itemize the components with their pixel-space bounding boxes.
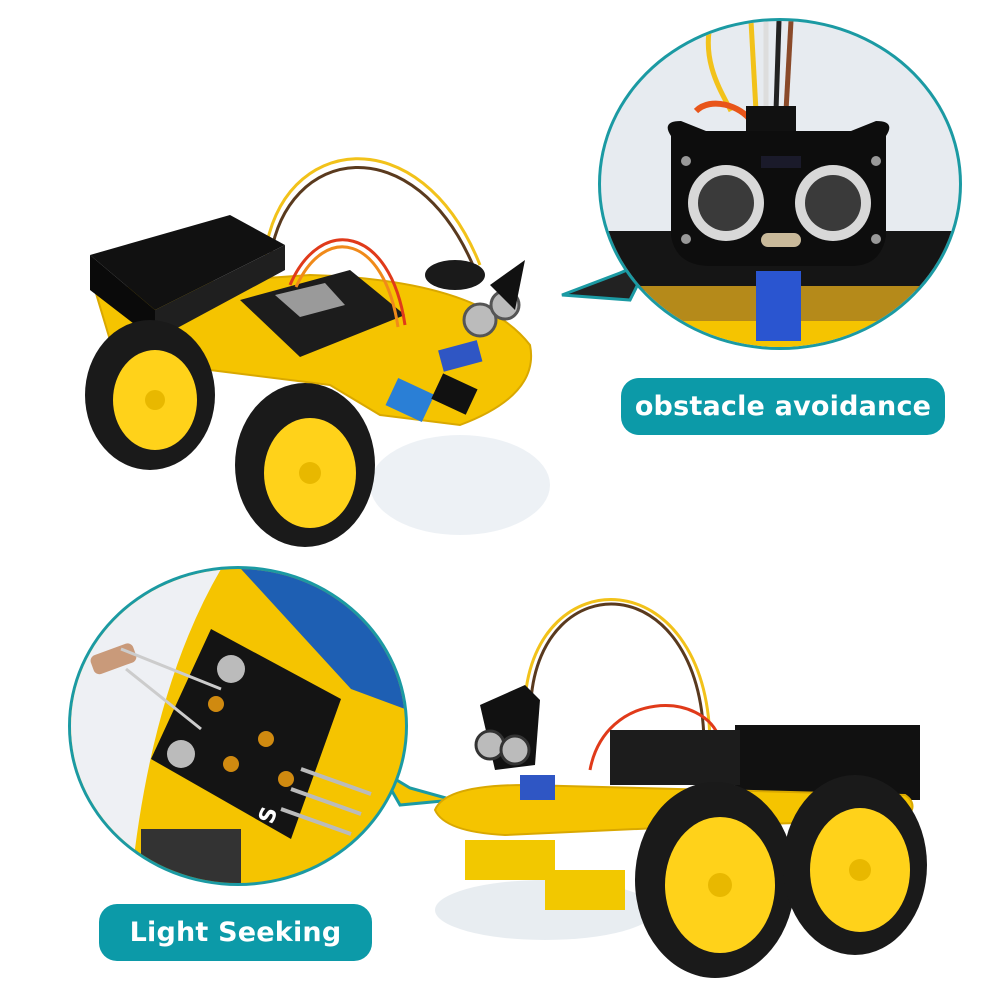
label-obstacle-avoidance: obstacle avoidance <box>621 378 945 435</box>
robot-car-top <box>60 95 560 565</box>
robot-car-bottom <box>425 570 965 990</box>
photoresistor-closeup-bubble: S <box>68 566 408 886</box>
label-light-seeking: Light Seeking <box>99 904 372 961</box>
ultrasonic-closeup-bubble <box>598 18 962 350</box>
